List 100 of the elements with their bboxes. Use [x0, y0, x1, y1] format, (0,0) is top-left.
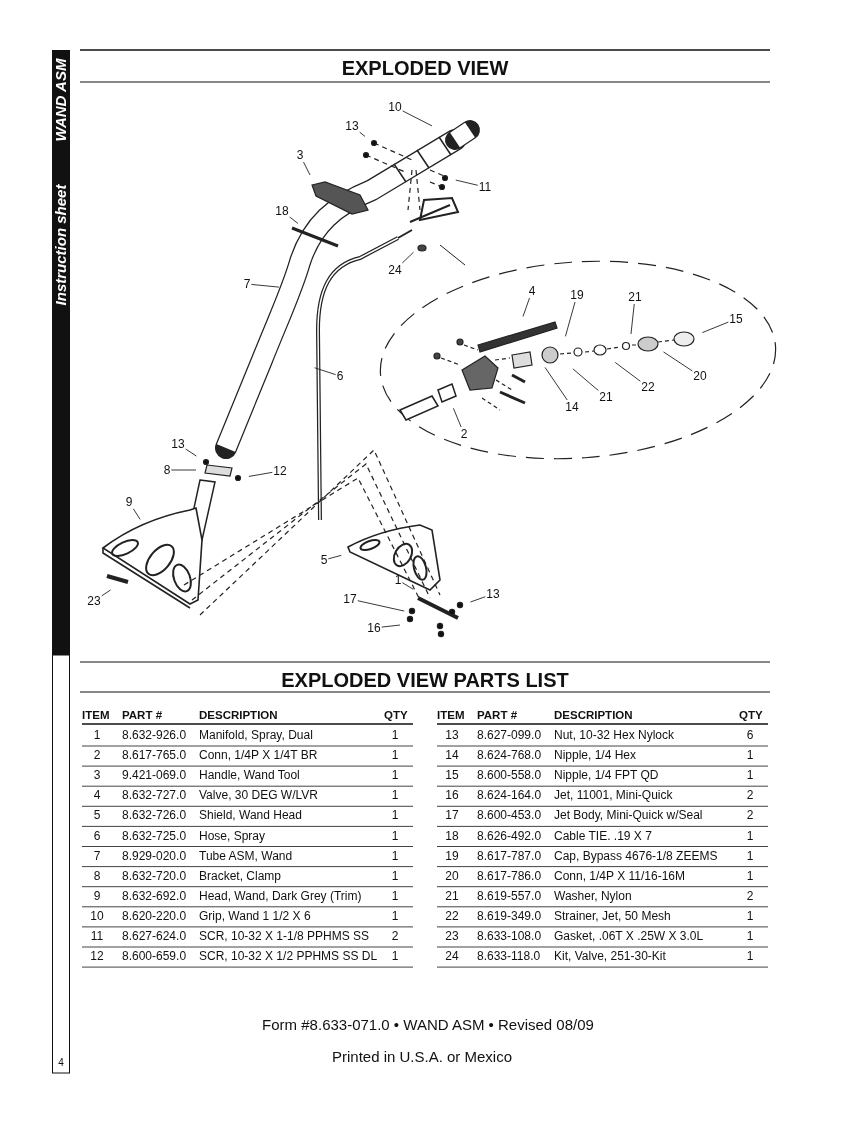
callout-number: 2 — [459, 427, 469, 441]
callout-number: 1 — [393, 573, 403, 587]
item-number: 17 — [445, 809, 459, 823]
part-description: Hose, Spray — [199, 829, 266, 844]
quantity: 1 — [746, 930, 754, 944]
quantity: 2 — [391, 930, 399, 944]
quantity: 1 — [391, 870, 399, 884]
quantity: 1 — [391, 850, 399, 864]
item-number: 11 — [90, 930, 104, 944]
column-header: DESCRIPTION — [199, 708, 278, 722]
quantity: 1 — [391, 809, 399, 823]
leader-line — [132, 508, 141, 520]
callout-number: 24 — [387, 263, 403, 277]
part-description: Head, Wand, Dark Grey (Trim) — [199, 890, 362, 904]
quantity: 2 — [746, 809, 754, 823]
leader-line — [470, 596, 486, 603]
item-number: 4 — [93, 789, 101, 803]
column-header: ITEM — [82, 708, 110, 722]
leader-line — [564, 301, 576, 337]
quantity: 2 — [746, 890, 754, 904]
callout-number: 8 — [162, 463, 172, 477]
sidebar-title: WAND ASM — [52, 58, 70, 142]
part-description: Jet, 11001, Mini-Quick — [554, 789, 673, 803]
part-number: 8.632-692.0 — [122, 890, 187, 904]
callout-number: 13 — [485, 587, 501, 601]
leader-line — [401, 582, 414, 590]
part-number: 8.619-349.0 — [477, 910, 542, 924]
part-description: Nut, 10-32 Hex Nylock — [554, 729, 675, 743]
part-number: 8.617-786.0 — [477, 870, 542, 884]
leader-line — [630, 303, 635, 335]
leader-line — [248, 471, 273, 477]
callout-number: 13 — [344, 119, 360, 133]
part-description: SCR, 10-32 X 1/2 PPHMS SS DL — [199, 950, 378, 964]
part-number: 8.600-453.0 — [477, 809, 542, 823]
part-number: 8.632-727.0 — [122, 789, 187, 803]
part-description: Conn, 1/4P X 1/4T BR — [199, 749, 318, 763]
callout-number: 5 — [319, 553, 329, 567]
part-description: Cap, Bypass 4676-1/8 ZEEMS — [554, 850, 718, 864]
leader-line — [544, 367, 568, 401]
leader-line — [455, 179, 479, 186]
part-number: 8.626-492.0 — [477, 829, 542, 844]
callout-number: 4 — [527, 284, 537, 298]
callout-number: 13 — [170, 437, 186, 451]
part-description: Strainer, Jet, 50 Mesh — [554, 910, 671, 924]
quantity: 1 — [391, 829, 399, 844]
print-note: Printed in U.S.A. or Mexico — [331, 1048, 513, 1066]
item-number: 3 — [93, 769, 101, 783]
leader-line — [101, 589, 111, 597]
item-number: 20 — [445, 870, 459, 884]
section-heading: EXPLODED VIEW PARTS LIST — [281, 669, 569, 691]
leader-line — [402, 110, 433, 127]
quantity: 1 — [391, 890, 399, 904]
item-number: 18 — [445, 829, 459, 844]
part-number: 8.624-768.0 — [477, 749, 542, 763]
part-number: 8.619-557.0 — [477, 890, 542, 904]
item-number: 21 — [445, 890, 459, 904]
leader-line — [303, 161, 311, 176]
part-number: 8.617-787.0 — [477, 850, 542, 864]
part-number: 8.632-726.0 — [122, 809, 187, 823]
quantity: 1 — [746, 850, 754, 864]
callout-number: 3 — [295, 148, 305, 162]
part-description: Manifold, Spray, Dual — [199, 729, 313, 743]
item-number: 10 — [90, 910, 104, 924]
part-description: Kit, Valve, 251-30-Kit — [554, 950, 666, 964]
item-number: 1 — [93, 729, 101, 743]
item-number: 2 — [93, 749, 101, 763]
leader-line — [663, 351, 693, 372]
column-header: QTY — [739, 708, 763, 722]
leader-line — [289, 216, 299, 224]
part-number: 8.633-108.0 — [477, 930, 542, 944]
part-number: 8.929-020.0 — [122, 850, 187, 864]
callout-number: 20 — [692, 369, 708, 383]
callout-number: 9 — [124, 495, 134, 509]
item-number: 9 — [93, 890, 101, 904]
part-number: 8.620-220.0 — [122, 910, 187, 924]
quantity: 1 — [746, 829, 754, 844]
quantity: 1 — [391, 789, 399, 803]
quantity: 1 — [391, 749, 399, 763]
part-description: Valve, 30 DEG W/LVR — [199, 789, 318, 803]
column-header: PART # — [122, 708, 163, 722]
part-number: 9.421-069.0 — [122, 769, 187, 783]
item-number: 6 — [93, 829, 101, 844]
callout-number: 7 — [242, 277, 252, 291]
quantity: 1 — [746, 870, 754, 884]
leader-line — [453, 407, 462, 428]
item-number: 13 — [445, 729, 459, 743]
item-number: 24 — [445, 950, 459, 964]
callout-number: 10 — [387, 100, 403, 114]
leader-line — [170, 469, 197, 471]
callout-number: 6 — [335, 369, 345, 383]
sidebar-title: Instruction sheet — [52, 184, 70, 306]
callout-number: 12 — [272, 464, 288, 478]
column-header: PART # — [477, 708, 518, 722]
part-description: Tube ASM, Wand — [199, 850, 293, 864]
leader-line — [327, 554, 342, 560]
quantity: 1 — [391, 769, 399, 783]
leader-line — [357, 600, 405, 612]
leader-line — [701, 321, 729, 334]
callout-number: 18 — [274, 204, 290, 218]
part-description: Grip, Wand 1 1/2 X 6 — [199, 910, 311, 924]
